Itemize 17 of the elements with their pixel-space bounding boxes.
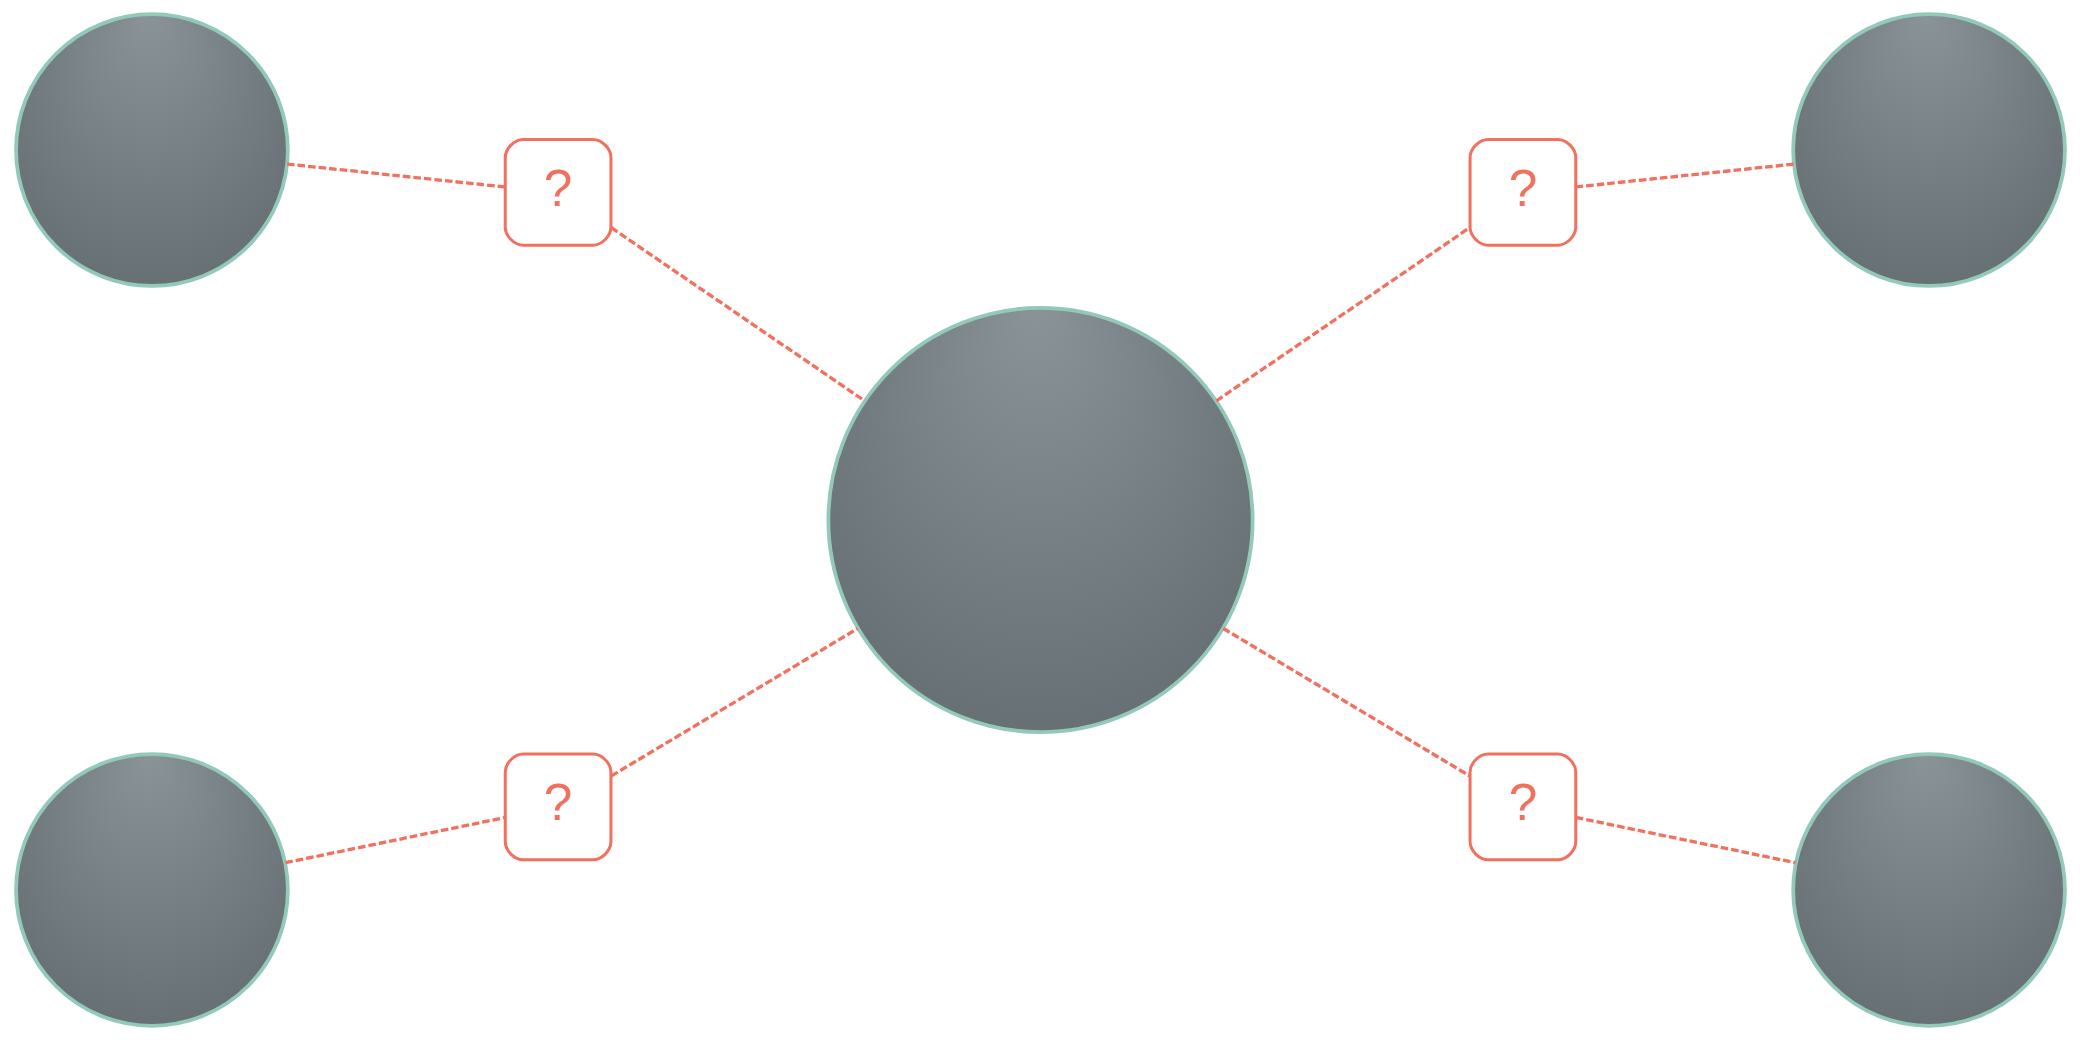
node-box: ?	[503, 138, 612, 247]
connector	[1575, 162, 1794, 189]
node-circle	[13, 752, 290, 1028]
node-box: ?	[1468, 752, 1577, 862]
node-circle	[1790, 752, 2067, 1028]
connector	[286, 162, 505, 189]
connector	[610, 627, 858, 778]
connector	[1575, 815, 1796, 865]
node-box: ?	[503, 752, 612, 862]
connector	[1221, 627, 1471, 778]
connector	[1215, 226, 1471, 403]
node-circle	[13, 12, 290, 288]
connector	[609, 226, 866, 403]
connector	[284, 815, 505, 865]
node-circle	[1790, 12, 2067, 288]
node-box: ?	[1468, 138, 1577, 247]
node-circle	[825, 305, 1255, 735]
